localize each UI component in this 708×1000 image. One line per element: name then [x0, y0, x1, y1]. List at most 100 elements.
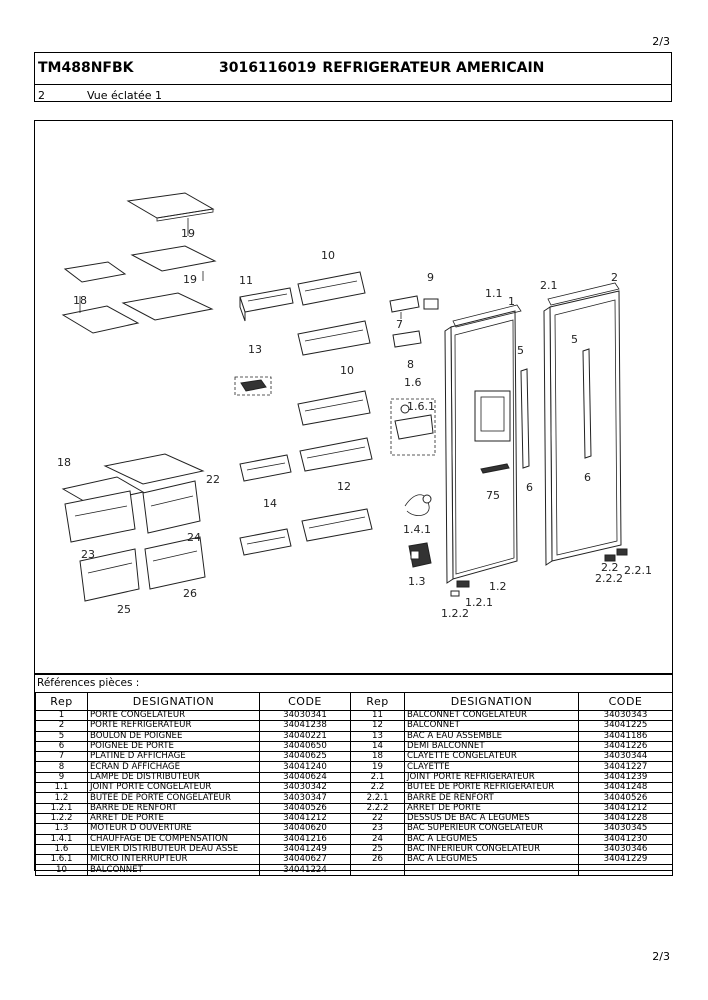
balcony-12 — [299, 437, 373, 472]
shelf-19-top — [126, 192, 215, 236]
designation-cell: CLAYETTE CONGELATEUR — [404, 751, 579, 763]
code-cell: 34040627 — [259, 854, 351, 866]
code-cell: 34030347 — [259, 792, 351, 804]
part-label: 5 — [517, 344, 524, 357]
rep-cell: 5 — [35, 731, 88, 742]
code-cell: 34041226 — [578, 741, 673, 753]
section-number: 2 — [38, 89, 45, 102]
code-cell: 34041212 — [259, 813, 351, 825]
rep-cell: 8 — [35, 761, 88, 773]
balcony-12-lower — [301, 508, 373, 542]
dispenser-lever-1-6 — [390, 398, 436, 456]
rep-cell: 2.2.1 — [350, 792, 405, 804]
code-cell: 34041248 — [578, 782, 673, 794]
rep-cell: 7 — [35, 751, 88, 763]
part-label: 13 — [248, 343, 262, 356]
page-number-bottom: 2/3 — [652, 950, 670, 963]
part-label: 75 — [486, 489, 500, 502]
code-cell: 34030344 — [578, 751, 673, 763]
designation-cell: BAC INFERIEUR CONGELATEUR — [404, 844, 579, 856]
parts-table-header: Rep DESIGNATION CODE Rep DESIGNATION COD… — [35, 692, 673, 711]
part-label: 10 — [340, 364, 354, 377]
drawer-23 — [64, 490, 136, 543]
references-caption: Références pièces : — [37, 677, 140, 689]
part-label: 9 — [427, 271, 434, 284]
designation-cell — [404, 864, 579, 876]
designation-cell: MOTEUR D OUVERTURE — [87, 823, 260, 835]
designation-cell: BALCONNET — [404, 720, 579, 732]
part-label: 14 — [263, 497, 277, 510]
designation-cell: BAC A EAU ASSEMBLE — [404, 731, 579, 742]
designation-cell: LAMPE DE DISTRIBUTEUR — [87, 772, 260, 784]
part-label: 2.2.2 — [595, 572, 623, 585]
code-cell: 34030343 — [578, 710, 673, 722]
rep-cell: 13 — [350, 731, 405, 742]
freezer-shelf-18-bottom — [61, 476, 145, 505]
balcony-11 — [239, 287, 294, 322]
designation-cell: LEVIER DISTRIBUTEUR DEAU ASSE — [87, 844, 260, 856]
rep-cell: 2.2 — [350, 782, 405, 794]
part-label: 8 — [407, 358, 414, 371]
part-label: 1.2.2 — [441, 607, 469, 620]
designation-cell: BARRE DE RENFORT — [404, 792, 579, 804]
drawer-24 — [142, 480, 201, 534]
rep-cell: 1.4.1 — [35, 834, 88, 845]
balcony-10-middle — [297, 320, 371, 356]
header-rep-left: Rep — [35, 692, 88, 711]
rep-cell: 12 — [350, 720, 405, 732]
code-cell: 34041249 — [259, 844, 351, 856]
designation-cell: JOINT PORTE CONGELATEUR — [87, 782, 260, 794]
designation-cell: ECRAN D AFFICHAGE — [87, 761, 260, 773]
part-label: 11 — [239, 274, 253, 287]
drawer-25 — [79, 548, 140, 602]
part-label: 1.6.1 — [407, 400, 435, 413]
section-title: Vue éclatée 1 — [87, 89, 162, 102]
code-cell: 34040650 — [259, 741, 351, 753]
shelf-18-lower — [61, 296, 140, 334]
header-designation-left: DESIGNATION — [87, 692, 260, 711]
designation-cell: PORTE REFRIGERATEUR — [87, 720, 260, 732]
rep-cell: 11 — [350, 710, 405, 722]
designation-cell: PORTE CONGELATEUR — [87, 710, 260, 722]
header-code-left: CODE — [259, 692, 351, 711]
code-cell: 34040620 — [259, 823, 351, 835]
code-cell: 34041186 — [578, 731, 673, 742]
reference-code: 3016116019 — [219, 60, 317, 76]
part-label: 2.1 — [540, 279, 558, 292]
rep-cell: 9 — [35, 772, 88, 784]
shelf-19-middle — [130, 245, 217, 281]
rep-cell: 1.2.1 — [35, 803, 88, 814]
drawer-26 — [144, 536, 206, 590]
page-number-top: 2/3 — [652, 35, 670, 48]
designation-cell: PLATINE D AFFICHAGE — [87, 751, 260, 763]
parts-table: Rep DESIGNATION CODE Rep DESIGNATION COD… — [35, 692, 673, 876]
code-cell: 34041225 — [578, 720, 673, 732]
code-cell: 34040526 — [578, 792, 673, 804]
part-label: 1.6 — [404, 376, 422, 389]
fridge-door-2 — [543, 290, 622, 566]
half-balcony-14-bottom — [239, 528, 292, 556]
part-label: 1 — [508, 295, 515, 308]
rep-cell: 1.6.1 — [35, 854, 88, 866]
rep-cell: 25 — [350, 844, 405, 856]
rep-cell: 2.2.2 — [350, 803, 405, 814]
heater-1-4-1 — [404, 494, 432, 516]
code-cell: 34030346 — [578, 844, 673, 856]
designation-cell: CHAUFFAGE DE COMPENSATION — [87, 834, 260, 845]
rep-cell: 19 — [350, 761, 405, 773]
rep-cell: 2 — [35, 720, 88, 732]
